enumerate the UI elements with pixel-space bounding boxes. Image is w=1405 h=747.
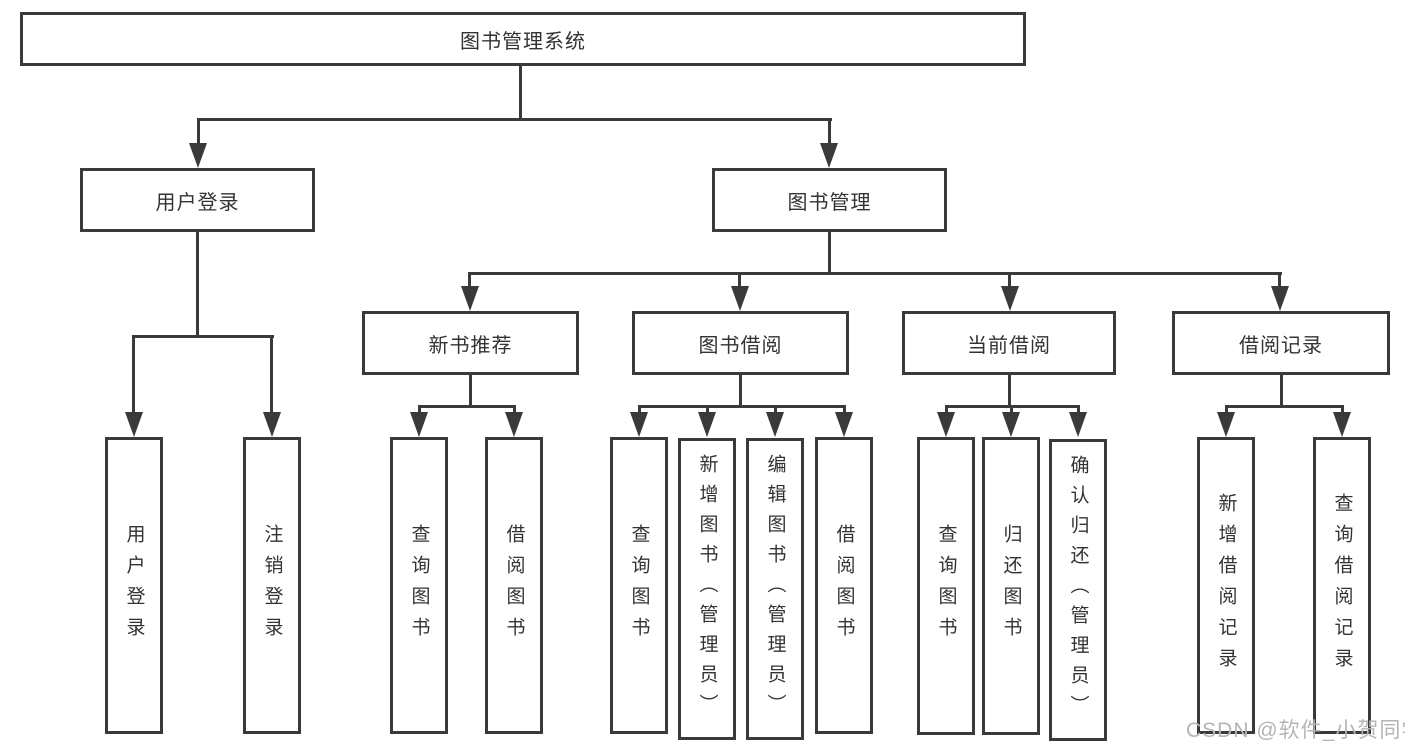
leaf-borrow-query: 查询图书	[610, 437, 668, 734]
connector-m3-stem	[1008, 374, 1011, 407]
arrowhead-down-icon	[731, 286, 749, 311]
node-book-borrow: 图书借阅	[632, 311, 849, 375]
leaf-record-query-label: 查询借阅记录	[1331, 492, 1353, 679]
arrowhead-down-icon	[1333, 412, 1351, 437]
node-current-borrow: 当前借阅	[902, 311, 1116, 375]
leaf-newbooks-query: 查询图书	[390, 437, 448, 734]
node-borrow-records: 借阅记录	[1172, 311, 1390, 375]
leaf-record-add: 新增借阅记录	[1197, 437, 1255, 734]
arrowhead-down-icon	[125, 412, 143, 437]
connector-m2-c3	[774, 405, 777, 415]
arrowhead-down-icon	[410, 412, 428, 437]
connector-login-stem	[196, 232, 199, 338]
leaf-logout-label: 注销登录	[261, 523, 283, 648]
connector-m2-c1	[638, 405, 641, 415]
node-user-login-label: 用户登录	[155, 191, 240, 214]
connector-to-borrow-records	[1278, 272, 1281, 294]
leaf-borrow-query-label: 查询图书	[628, 523, 650, 648]
arrowhead-down-icon	[505, 412, 523, 437]
leaf-current-confirm-admin: 确认归还（管理员）	[1049, 439, 1107, 741]
leaf-user-login-label: 用户登录	[123, 523, 145, 648]
arrowhead-down-icon	[835, 412, 853, 437]
connector-m4-stem	[1280, 374, 1283, 407]
connector-m1-stem	[469, 374, 472, 407]
connector-m4-c2	[1341, 405, 1344, 415]
node-new-books-label: 新书推荐	[428, 334, 513, 357]
node-book-borrow-label: 图书借阅	[698, 334, 783, 357]
arrowhead-down-icon	[766, 412, 784, 437]
arrowhead-down-icon	[263, 412, 281, 437]
connector-m3-c1	[945, 405, 948, 415]
connector-m3-c2	[1010, 405, 1013, 415]
arrowhead-down-icon	[1271, 286, 1289, 311]
root-node-label: 图书管理系统	[460, 30, 586, 53]
connector-m1-c1	[418, 405, 421, 415]
leaf-current-query: 查询图书	[917, 437, 975, 735]
leaf-user-login: 用户登录	[105, 437, 163, 734]
node-book-mgmt-label: 图书管理	[787, 191, 872, 214]
connector-m2-c2	[706, 405, 709, 415]
connector-to-book-mgmt	[828, 118, 831, 148]
root-node-box: 图书管理系统	[20, 12, 1026, 66]
leaf-borrow-edit-admin: 编辑图书（管理员）	[746, 438, 804, 740]
leaf-borrow-book-label: 借阅图书	[833, 523, 855, 648]
connector-mgmt-stem	[828, 232, 831, 275]
arrowhead-down-icon	[630, 412, 648, 437]
connector-m2-c4	[843, 405, 846, 415]
arrowhead-down-icon	[698, 412, 716, 437]
leaf-newbooks-borrow: 借阅图书	[485, 437, 543, 734]
arrowhead-down-icon	[1069, 412, 1087, 437]
connector-login-child2	[270, 335, 273, 415]
connector-to-user-login	[197, 118, 200, 148]
connector-mgmt-bar	[468, 272, 1282, 275]
leaf-borrow-add-admin: 新增图书（管理员）	[678, 438, 736, 740]
connector-to-current-borrow	[1008, 272, 1011, 294]
connector-root-stem	[519, 66, 522, 121]
connector-m1-c2	[513, 405, 516, 415]
arrowhead-down-icon	[1002, 412, 1020, 437]
arrowhead-down-icon	[461, 286, 479, 311]
leaf-record-add-label: 新增借阅记录	[1215, 492, 1237, 679]
connector-m4-bar	[1225, 405, 1344, 408]
watermark-text: CSDN @软件_小贺同学	[1186, 719, 1405, 742]
connector-m1-bar	[418, 405, 516, 408]
arrowhead-down-icon	[1217, 412, 1235, 437]
leaf-record-query: 查询借阅记录	[1313, 437, 1371, 734]
leaf-borrow-add-admin-label: 新增图书（管理员）	[696, 454, 718, 724]
leaf-current-confirm-admin-label: 确认归还（管理员）	[1067, 455, 1089, 725]
node-borrow-records-label: 借阅记录	[1239, 334, 1323, 357]
connector-m3-c3	[1077, 405, 1080, 415]
leaf-current-query-label: 查询图书	[935, 524, 957, 648]
leaf-borrow-edit-admin-label: 编辑图书（管理员）	[764, 454, 786, 724]
node-user-login: 用户登录	[80, 168, 315, 232]
leaf-current-return: 归还图书	[982, 437, 1040, 735]
connector-m4-c1	[1225, 405, 1228, 415]
node-new-books: 新书推荐	[362, 311, 579, 375]
node-book-mgmt: 图书管理	[712, 168, 947, 232]
leaf-newbooks-query-label: 查询图书	[408, 523, 430, 648]
leaf-borrow-book: 借阅图书	[815, 437, 873, 734]
arrowhead-down-icon	[820, 143, 838, 168]
connector-to-new-books	[468, 272, 471, 294]
connector-to-book-borrow	[738, 272, 741, 294]
connector-root-bar	[197, 118, 832, 121]
leaf-newbooks-borrow-label: 借阅图书	[503, 523, 525, 648]
connector-m2-stem	[739, 374, 742, 407]
connector-m2-bar	[638, 405, 846, 408]
arrowhead-down-icon	[189, 143, 207, 168]
connector-login-bar	[133, 335, 274, 338]
connector-login-child1	[132, 335, 135, 415]
leaf-logout: 注销登录	[243, 437, 301, 734]
node-current-borrow-label: 当前借阅	[967, 334, 1051, 357]
arrowhead-down-icon	[1001, 286, 1019, 311]
arrowhead-down-icon	[937, 412, 955, 437]
leaf-current-return-label: 归还图书	[1000, 524, 1022, 648]
